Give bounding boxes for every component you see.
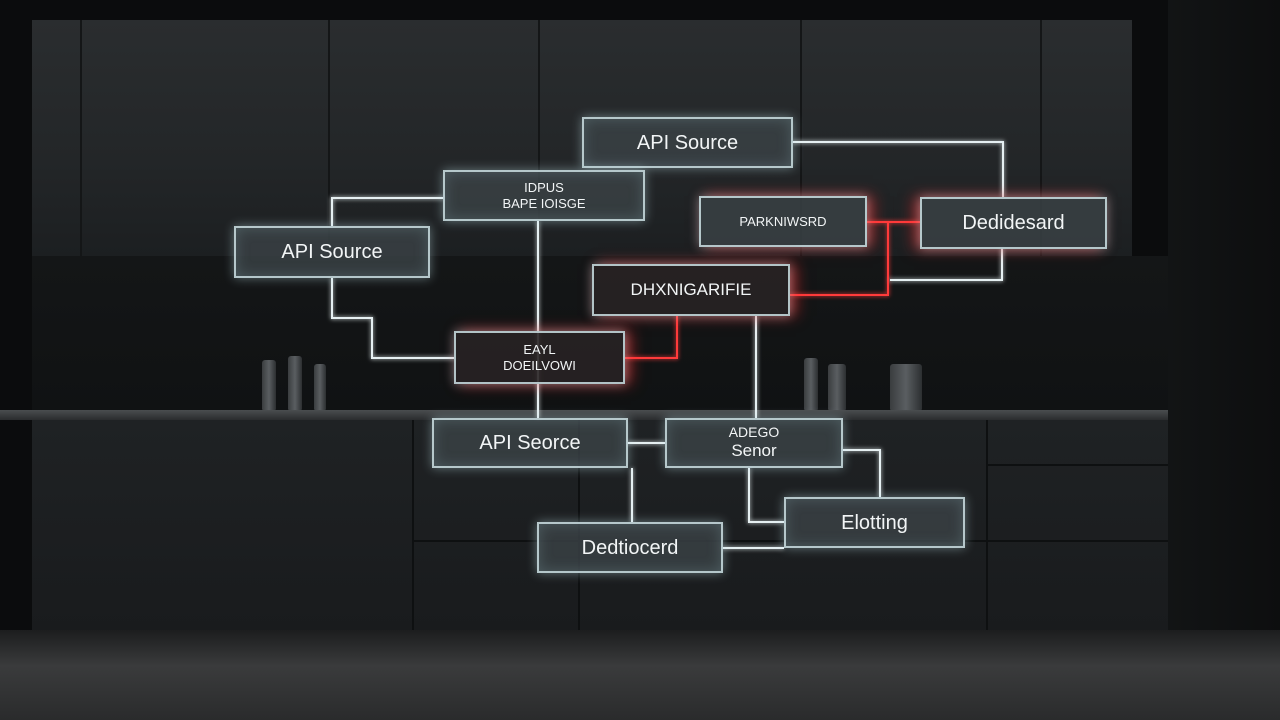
connector-server-down [748, 468, 784, 523]
connector-server-right [842, 449, 881, 497]
countertop [0, 410, 1168, 420]
node-red-box[interactable]: EAYL DOEILVOWI [454, 331, 625, 384]
node-center[interactable]: DHXNIGARIFIE [592, 264, 790, 316]
node-label: Dedtiocerd [581, 536, 679, 559]
node-label: DOEILVOWI [503, 357, 576, 373]
cabinet-door [800, 20, 1042, 256]
node-small-right[interactable]: PARKNIWSRD [699, 196, 867, 247]
cabinet-door [80, 20, 330, 256]
kettle [890, 364, 922, 410]
node-dashboard-bottom[interactable]: Dedtiocerd [537, 522, 723, 573]
node-label: PARKNIWSRD [739, 213, 827, 229]
node-label: DHXNIGARIFIE [630, 279, 752, 299]
connector-stack-left [331, 197, 444, 226]
node-label: Senor [731, 441, 777, 461]
connector-dashboard-back [890, 248, 1003, 281]
bottle [828, 364, 846, 410]
right-wall [1168, 0, 1280, 630]
node-dashboard-right[interactable]: Dedidesard [920, 197, 1107, 249]
drawer-seam [986, 464, 1168, 466]
node-label: IDPUS [524, 179, 564, 195]
node-label: API Source [636, 131, 739, 154]
node-server[interactable]: ADEGO Senor [665, 418, 843, 468]
bottle [314, 364, 326, 410]
bottle [288, 356, 302, 410]
bottle [262, 360, 276, 410]
node-api-source-bottom[interactable]: API Seorce [432, 418, 628, 468]
floor [0, 630, 1280, 720]
node-api-source-top[interactable]: API Source [582, 117, 793, 168]
bottle [804, 358, 818, 410]
node-label: API Source [281, 241, 383, 263]
node-left-api-source[interactable]: API Source [234, 226, 430, 278]
connector-red-3 [625, 316, 678, 359]
node-label: Elotting [841, 511, 908, 534]
cabinet-door [32, 20, 82, 256]
node-label: Dedidesard [962, 212, 1065, 234]
cabinet-door [538, 20, 802, 256]
cabinet-seam [412, 420, 414, 630]
node-label: API Seorce [479, 432, 581, 454]
connector-left-down [331, 278, 455, 359]
node-blotting[interactable]: Elotting [784, 497, 965, 548]
cabinet-door [328, 20, 540, 256]
connector-top-right [792, 141, 1004, 197]
node-label: ADEGO [728, 424, 780, 441]
node-top-stack[interactable]: IDPUS BAPE IOISGE [443, 170, 645, 221]
node-label: BAPE IOISGE [502, 195, 586, 211]
connector-red-2 [790, 221, 889, 296]
cabinet-seam [986, 420, 988, 630]
node-label: EAYL [523, 341, 556, 357]
drawer-seam [986, 540, 1168, 542]
